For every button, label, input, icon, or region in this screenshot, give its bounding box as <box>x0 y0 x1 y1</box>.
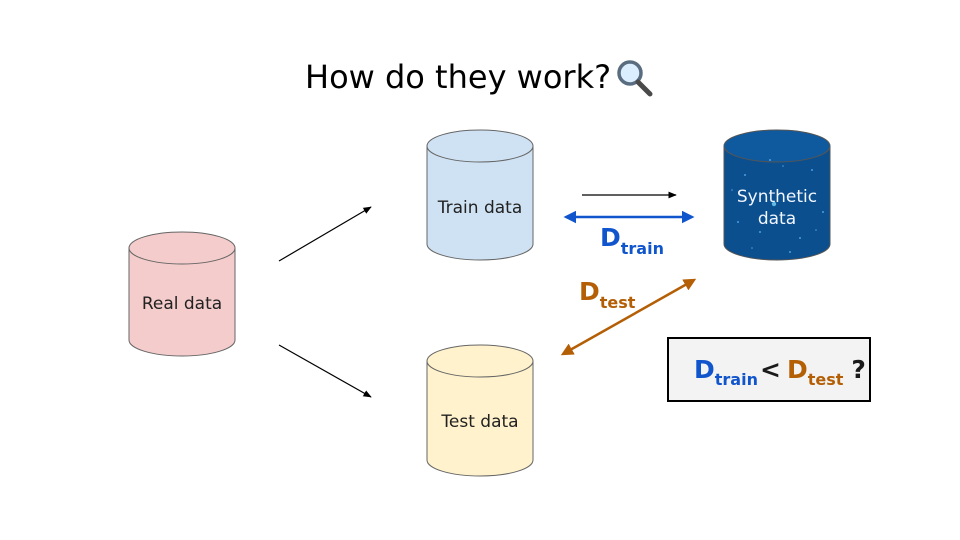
d-test-subscript: test <box>600 293 636 312</box>
synthetic-data-label-line2: data <box>758 209 796 229</box>
comparison-box: Dtrain<Dtest? <box>667 337 871 402</box>
d-test-letter: D <box>579 277 600 306</box>
box-d-train-letter: D <box>694 355 715 384</box>
d-train-letter: D <box>600 223 621 252</box>
page-title: How do they work? <box>305 58 611 96</box>
synthetic-data-cylinder: Synthetic data <box>723 129 831 261</box>
synthetic-texture <box>731 159 824 253</box>
real-to-test-arrow <box>278 344 372 398</box>
train-data-label: Train data <box>437 198 523 218</box>
d-train-subscript: train <box>621 239 664 258</box>
box-question-mark: ? <box>851 355 866 384</box>
magnifying-glass-icon <box>617 60 653 97</box>
d-test-label: Dtest <box>579 277 636 312</box>
box-less-than: < <box>760 355 781 384</box>
d-test-double-arrow <box>560 278 697 356</box>
svg-text:Dtest: Dtest <box>579 277 636 312</box>
svg-text:Dtrain<Dtest?: Dtrain<Dtest? <box>694 355 866 389</box>
box-d-test-subscript: test <box>808 370 844 389</box>
d-train-label: Dtrain <box>600 223 664 258</box>
test-data-label: Test data <box>440 412 518 432</box>
real-to-train-arrow <box>278 206 372 262</box>
real-data-cylinder: Real data <box>128 231 236 357</box>
train-data-cylinder: Train data <box>426 129 534 261</box>
box-d-train-subscript: train <box>715 370 758 389</box>
test-data-cylinder: Test data <box>426 344 534 477</box>
real-data-label: Real data <box>142 294 222 314</box>
synthetic-data-label-line1: Synthetic <box>737 187 817 207</box>
box-d-test-letter: D <box>787 355 808 384</box>
svg-text:Dtrain: Dtrain <box>600 223 664 258</box>
